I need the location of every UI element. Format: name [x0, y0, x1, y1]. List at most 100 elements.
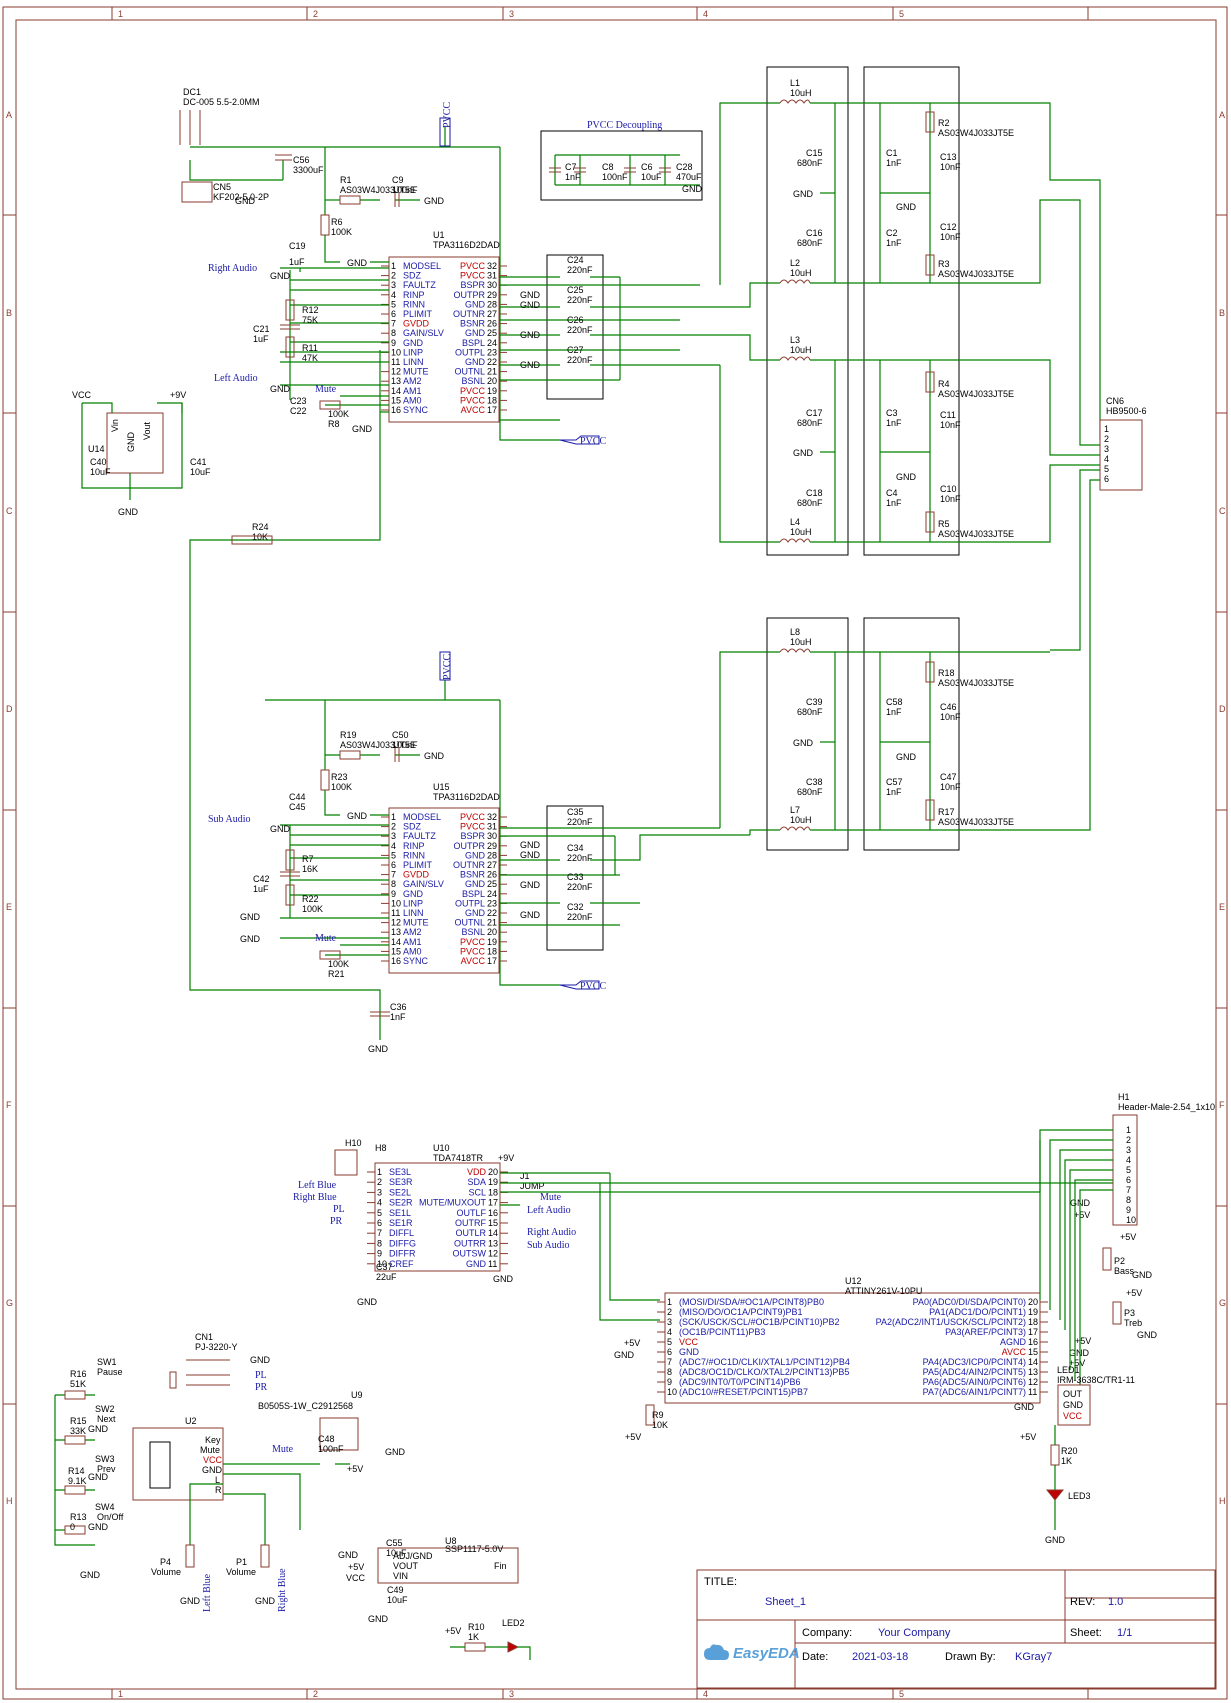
- svg-text:220nF: 220nF: [567, 817, 593, 827]
- svg-text:Mute: Mute: [272, 1444, 294, 1455]
- svg-text:10uF: 10uF: [386, 1548, 407, 1558]
- amp1-ic: U1 TPA3116D2DAD MODSEL1SDZ2FAULTZ3RINP4R…: [381, 230, 507, 423]
- pin-label: OUTRR: [454, 1238, 486, 1248]
- col-label: 4: [703, 1689, 708, 1699]
- col-label: 5: [899, 1689, 904, 1699]
- svg-text:680nF: 680nF: [797, 238, 823, 248]
- svg-text:C16: C16: [806, 228, 823, 238]
- svg-text:C42: C42: [253, 874, 270, 884]
- pin-number: 31: [487, 271, 497, 281]
- pin-number: 12: [488, 1249, 498, 1259]
- svg-text:L7: L7: [790, 805, 800, 815]
- pin-number: 1: [377, 1167, 382, 1177]
- svg-text:L2: L2: [790, 258, 800, 268]
- svg-text:C7: C7: [565, 162, 577, 172]
- pin-number: 25: [487, 879, 497, 889]
- tda7418: H10 H8 U10 TDA7418TR +9V J1 JUMP SE3L1SE…: [293, 1130, 1121, 1321]
- pin-number: 13: [391, 376, 401, 386]
- svg-text:GND: GND: [1045, 1535, 1066, 1545]
- title-label: TITLE:: [704, 1576, 737, 1588]
- svg-text:GND: GND: [126, 432, 136, 453]
- svg-text:C6: C6: [641, 162, 653, 172]
- svg-text:GND: GND: [520, 850, 541, 860]
- header-pin-number: 5: [1126, 1165, 1131, 1175]
- svg-text:1K: 1K: [468, 1632, 479, 1642]
- svg-text:+5V: +5V: [1120, 1232, 1136, 1242]
- cn5-part: KF202-5.0-2P: [213, 192, 269, 202]
- pin-label: CREF: [389, 1259, 414, 1269]
- col-label: 2: [313, 9, 318, 19]
- pin-label: SDA: [467, 1177, 486, 1187]
- ir-receiver: LED1 IRM-3638C/TR1-11 OUT GND VCC GND +5…: [1014, 1365, 1135, 1545]
- sheet-value: 1/1: [1117, 1627, 1132, 1639]
- pin-number: 12: [1028, 1377, 1038, 1387]
- svg-text:C58: C58: [886, 697, 903, 707]
- pin-number: 16: [1028, 1337, 1038, 1347]
- pin-number: 24: [487, 338, 497, 348]
- svg-text:CN6: CN6: [1106, 396, 1124, 406]
- svg-text:+5V: +5V: [1126, 1288, 1142, 1298]
- pin-label: RINN: [403, 850, 425, 860]
- pin-number: 20: [488, 1167, 498, 1177]
- pin-label: GND: [465, 908, 486, 918]
- pin-label: AM1: [403, 386, 422, 396]
- pin-number: 18: [1028, 1317, 1038, 1327]
- svg-text:GND: GND: [896, 472, 917, 482]
- date-label: Date:: [802, 1651, 828, 1663]
- r1-ref: R1: [340, 175, 352, 185]
- pin-label: SE3R: [389, 1177, 413, 1187]
- pin-label: RINP: [403, 841, 425, 851]
- pin-number: 18: [487, 395, 497, 405]
- pin-number: 14: [391, 386, 401, 396]
- svg-text:SSP1117-5.0V: SSP1117-5.0V: [445, 1544, 503, 1554]
- pin-label: PVCC: [460, 386, 486, 396]
- svg-text:Bass: Bass: [1114, 1266, 1135, 1276]
- svg-text:1uF: 1uF: [253, 884, 269, 894]
- pin-label: PA1(ADC1/DO/PCINT1): [929, 1307, 1026, 1317]
- svg-text:16K: 16K: [302, 864, 318, 874]
- pin-number: 32: [487, 812, 497, 822]
- svg-text:VIN: VIN: [393, 1571, 408, 1581]
- pin-label: (MOSI/DI/SDA/#OC1A/PCINT8)PB0: [679, 1297, 824, 1307]
- svg-text:C18: C18: [806, 488, 823, 498]
- pin-label: LINN: [403, 357, 424, 367]
- pin-number: 4: [391, 290, 396, 300]
- svg-text:VCC: VCC: [72, 390, 92, 400]
- svg-text:C22: C22: [290, 406, 307, 416]
- pin-number: 14: [391, 937, 401, 947]
- pin-number: 11: [391, 357, 400, 367]
- svg-text:680nF: 680nF: [797, 787, 823, 797]
- pin-label: GND: [465, 299, 486, 309]
- svg-text:Treb: Treb: [1124, 1318, 1142, 1328]
- svg-text:SW2: SW2: [95, 1404, 115, 1414]
- amp1-left-pins: MODSEL1SDZ2FAULTZ3RINP4RINN5PLIMIT6GVDD7…: [381, 261, 444, 415]
- svg-text:H10: H10: [345, 1138, 362, 1148]
- row-label: D: [6, 704, 13, 714]
- date-value: 2021-03-18: [852, 1651, 908, 1663]
- row-label: C: [1219, 506, 1226, 516]
- svg-text:C41: C41: [190, 457, 207, 467]
- col-label: 2: [313, 1689, 318, 1699]
- svg-text:U15: U15: [433, 782, 450, 792]
- company-label: Company:: [802, 1627, 852, 1639]
- pin-label: AM0: [403, 946, 422, 956]
- svg-text:VCC: VCC: [346, 1573, 366, 1583]
- svg-text:GND: GND: [180, 1596, 201, 1606]
- svg-text:1nF: 1nF: [886, 158, 902, 168]
- row-label: B: [1219, 308, 1225, 318]
- svg-text:AS03W4J033JT5E: AS03W4J033JT5E: [938, 817, 1014, 827]
- pin-number: 16: [391, 956, 401, 966]
- svg-text:+5V: +5V: [1074, 1210, 1090, 1220]
- svg-text:L1: L1: [790, 78, 800, 88]
- row-label: C: [6, 506, 13, 516]
- pin-label: OUTPR: [454, 841, 486, 851]
- svg-text:+5V: +5V: [347, 1464, 363, 1474]
- pin-label: SCL: [468, 1187, 486, 1197]
- pin-label: GND: [466, 1259, 487, 1269]
- c9-value: 100nF: [392, 185, 418, 195]
- svg-text:GND: GND: [347, 258, 368, 268]
